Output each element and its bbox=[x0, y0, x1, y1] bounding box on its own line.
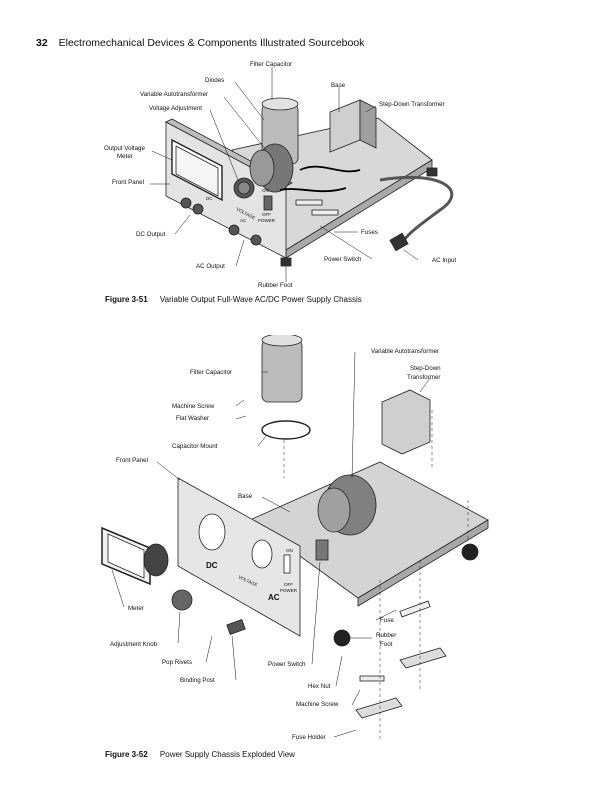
panel-power-text: POWER bbox=[258, 218, 276, 223]
exploded-fuse-holder-2 bbox=[355, 697, 403, 719]
ac-binding-post-2 bbox=[250, 234, 262, 246]
exploded-power-switch bbox=[315, 539, 329, 561]
label-front-panel: Front Panel bbox=[112, 179, 144, 186]
exploded-panel-on: ON bbox=[286, 548, 293, 553]
exploded-filter-capacitor bbox=[261, 339, 303, 403]
label-voltage-adjustment: Voltage Adjustment bbox=[149, 105, 202, 112]
exploded-panel-off: OFF bbox=[284, 582, 293, 587]
book-title: Electromechanical Devices & Components I… bbox=[58, 37, 365, 49]
panel-dc-text: DC bbox=[206, 196, 213, 201]
label2-variable-autotransformer: Variable Autotransformer bbox=[371, 348, 439, 355]
exploded-adjustment-knob bbox=[171, 589, 193, 611]
label2-rubber-foot-line2: Foot bbox=[380, 641, 393, 648]
label2-machine-screw-top: Machine Screw bbox=[172, 403, 215, 410]
dc-binding-post-1 bbox=[180, 197, 192, 209]
exploded-panel-power: POWER bbox=[280, 588, 298, 593]
label-output-voltage-meter-line1: Output Voltage bbox=[104, 145, 145, 152]
exploded-binding-post bbox=[226, 619, 246, 635]
figure-3-51-number: Figure 3-51 bbox=[105, 295, 148, 304]
figure-3-51-illustration: VOLTAGE ON OFF POWER DC AC Filter Capaci… bbox=[104, 61, 456, 289]
label-output-voltage-meter-line2: Meter bbox=[117, 153, 133, 160]
label-base: Base bbox=[331, 82, 346, 89]
label2-hex-nut: Hex Nut bbox=[308, 683, 331, 690]
label2-meter: Meter bbox=[128, 605, 144, 612]
exploded-fuse-holder-1 bbox=[399, 647, 447, 669]
label2-step-down-line1: Step-Down bbox=[410, 365, 441, 372]
label-fuses: Fuses bbox=[361, 229, 378, 236]
label2-pop-rivets: Pop Rivets bbox=[162, 659, 192, 666]
label2-fuse: Fuse bbox=[380, 617, 394, 624]
label2-machine-screw-bottom: Machine Screw bbox=[296, 701, 339, 708]
label2-rubber-foot-line1: Rubber bbox=[376, 632, 396, 639]
exploded-panel-ac: AC bbox=[268, 593, 280, 602]
label-ac-input: AC Input bbox=[432, 257, 456, 264]
figure-3-51-caption: Figure 3-51 Variable Output Full-Wave AC… bbox=[105, 295, 362, 304]
figure-3-52-illustration: DC AC VOLTAGE ON OFF POWER Variable Auto… bbox=[101, 335, 489, 741]
label2-flat-washer: Flat Washer bbox=[176, 415, 209, 422]
figure-3-52-caption: Figure 3-52 Power Supply Chassis Explode… bbox=[105, 750, 295, 759]
dc-binding-post-2 bbox=[192, 203, 204, 215]
label2-power-switch: Power Switch bbox=[268, 661, 306, 668]
label2-adjustment-knob: Adjustment Knob bbox=[110, 641, 158, 648]
exploded-step-down-transformer bbox=[381, 389, 431, 455]
panel-off-text: OFF bbox=[262, 212, 271, 217]
exploded-rubber-foot bbox=[333, 629, 351, 647]
label2-front-panel: Front Panel bbox=[116, 457, 148, 464]
fuse-2 bbox=[311, 209, 339, 216]
panel-ac-text: AC bbox=[240, 218, 247, 223]
label2-binding-post: Binding Post bbox=[180, 677, 215, 684]
exploded-panel-dc: DC bbox=[206, 561, 218, 570]
label2-base: Base bbox=[238, 493, 253, 500]
panel-on-text: ON bbox=[262, 188, 269, 193]
label2-step-down-line2: Transformer bbox=[407, 374, 440, 381]
power-switch bbox=[263, 195, 273, 211]
label2-fuse-holder: Fuse Holder bbox=[292, 734, 326, 741]
label-filter-capacitor: Filter Capacitor bbox=[250, 61, 292, 68]
rubber-foot bbox=[280, 257, 292, 267]
label-diodes: Diodes bbox=[205, 77, 224, 84]
exploded-front-panel bbox=[177, 477, 301, 637]
label-step-down-transformer: Step-Down Transformer bbox=[379, 101, 445, 108]
figure-3-52-title: Power Supply Chassis Exploded View bbox=[159, 750, 295, 759]
ac-plug bbox=[389, 232, 409, 252]
label2-capacitor-mount: Capacitor Mount bbox=[172, 443, 218, 450]
exploded-capacitor-mount bbox=[261, 420, 311, 440]
figure-3-51-title: Variable Output Full-Wave AC/DC Power Su… bbox=[159, 295, 362, 304]
label-variable-autotransformer: Variable Autotransformer bbox=[140, 91, 208, 98]
figure-3-52-number: Figure 3-52 bbox=[105, 750, 148, 759]
label-power-switch: Power Switch bbox=[324, 256, 362, 263]
exploded-fuse bbox=[399, 600, 431, 618]
page-number: 32 bbox=[36, 37, 48, 49]
ac-cord bbox=[379, 175, 454, 241]
ac-binding-post-1 bbox=[228, 224, 240, 236]
label2-filter-capacitor: Filter Capacitor bbox=[190, 369, 232, 376]
page-header: 32 Electromechanical Devices & Component… bbox=[36, 37, 364, 49]
label-rubber-foot: Rubber Foot bbox=[258, 282, 293, 289]
label-dc-output: DC Output bbox=[136, 231, 166, 238]
fuse-1 bbox=[295, 199, 323, 206]
label-ac-output: AC Output bbox=[196, 263, 225, 270]
